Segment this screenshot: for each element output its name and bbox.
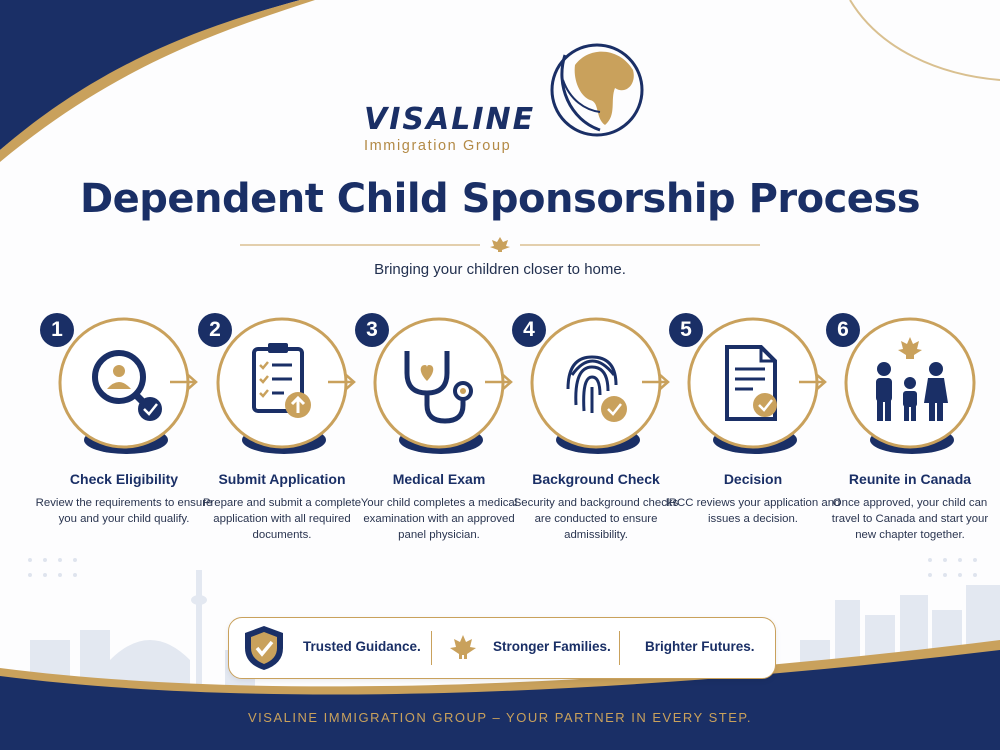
banner-separator: [431, 631, 432, 665]
brand-name: VISALINE: [364, 102, 536, 137]
step-number: 3: [355, 313, 389, 347]
title-divider: [240, 237, 760, 252]
banner-trusted-guidance: Trusted Guidance.: [303, 639, 421, 654]
globe-logo-icon: [550, 43, 644, 137]
step-description: Prepare and submit a complete applicatio…: [202, 497, 362, 541]
step-4: 4 Background Check Security and backgrou…: [512, 305, 678, 580]
page-subtitle: Bringing your children closer to home.: [374, 261, 626, 278]
step-title: Decision: [723, 471, 783, 487]
chevron-right-icon: [642, 374, 670, 390]
chevron-right-icon: [170, 374, 198, 390]
step-1: 1 Check Eligibility Review the requireme…: [36, 305, 212, 580]
chevron-right-icon: [328, 374, 356, 390]
step-number: 6: [826, 313, 860, 347]
step-number: 1: [40, 313, 74, 347]
footer-tagline: VISALINE IMMIGRATION GROUP – YOUR PARTNE…: [248, 710, 752, 725]
step-description: Security and background checks are condu…: [513, 497, 679, 541]
step-3: 3 Medical Exam Your child completes a me…: [355, 305, 519, 580]
step-number: 5: [669, 313, 703, 347]
process-steps: 1 Check Eligibility Review the requireme…: [0, 305, 1000, 585]
magnifier-person-icon: [92, 350, 162, 421]
values-banner: Trusted Guidance. Stronger Families. Bri…: [228, 617, 776, 679]
step-title: Background Check: [532, 471, 660, 487]
chevron-right-icon: [799, 374, 827, 390]
step-2: 2 Submit Application Prepare and submit …: [198, 305, 362, 580]
clipboard-checklist-icon: [252, 343, 311, 418]
step-description: Your child completes a medical examinati…: [360, 497, 518, 541]
step-title: Check Eligibility: [69, 471, 179, 487]
step-number: 4: [512, 313, 546, 347]
brand-subtitle: Immigration Group: [364, 138, 512, 154]
step-circle: [530, 317, 662, 454]
page-title: Dependent Child Sponsorship Process: [79, 176, 921, 222]
step-6: 6 Reunite in Canada Once approved, your …: [826, 305, 990, 580]
banner-brighter-futures: Brighter Futures.: [645, 639, 755, 654]
step-number: 2: [198, 313, 232, 347]
step-title: Submit Application: [218, 471, 346, 487]
step-description: Review the requirements to ensure you an…: [35, 497, 213, 525]
stethoscope-icon: [404, 351, 473, 424]
step-description: Once approved, your child can travel to …: [831, 497, 989, 541]
step-title: Medical Exam: [392, 471, 486, 487]
step-description: IRCC reviews your application and issues…: [665, 497, 841, 525]
chevron-right-icon: [485, 374, 513, 390]
maple-leaf-icon: [450, 635, 476, 659]
banner-separator: [619, 631, 620, 665]
fingerprint-icon: [566, 355, 627, 422]
banner-stronger-families: Stronger Families.: [493, 639, 611, 654]
step-title: Reunite in Canada: [848, 471, 972, 487]
document-approved-icon: [725, 345, 777, 421]
shield-check-icon: [245, 626, 283, 670]
step-5: 5 Decision IRCC reviews your application…: [666, 305, 840, 580]
brand-logo: VISALINE Immigration Group: [360, 30, 650, 160]
family-maple-icon: [876, 337, 948, 421]
